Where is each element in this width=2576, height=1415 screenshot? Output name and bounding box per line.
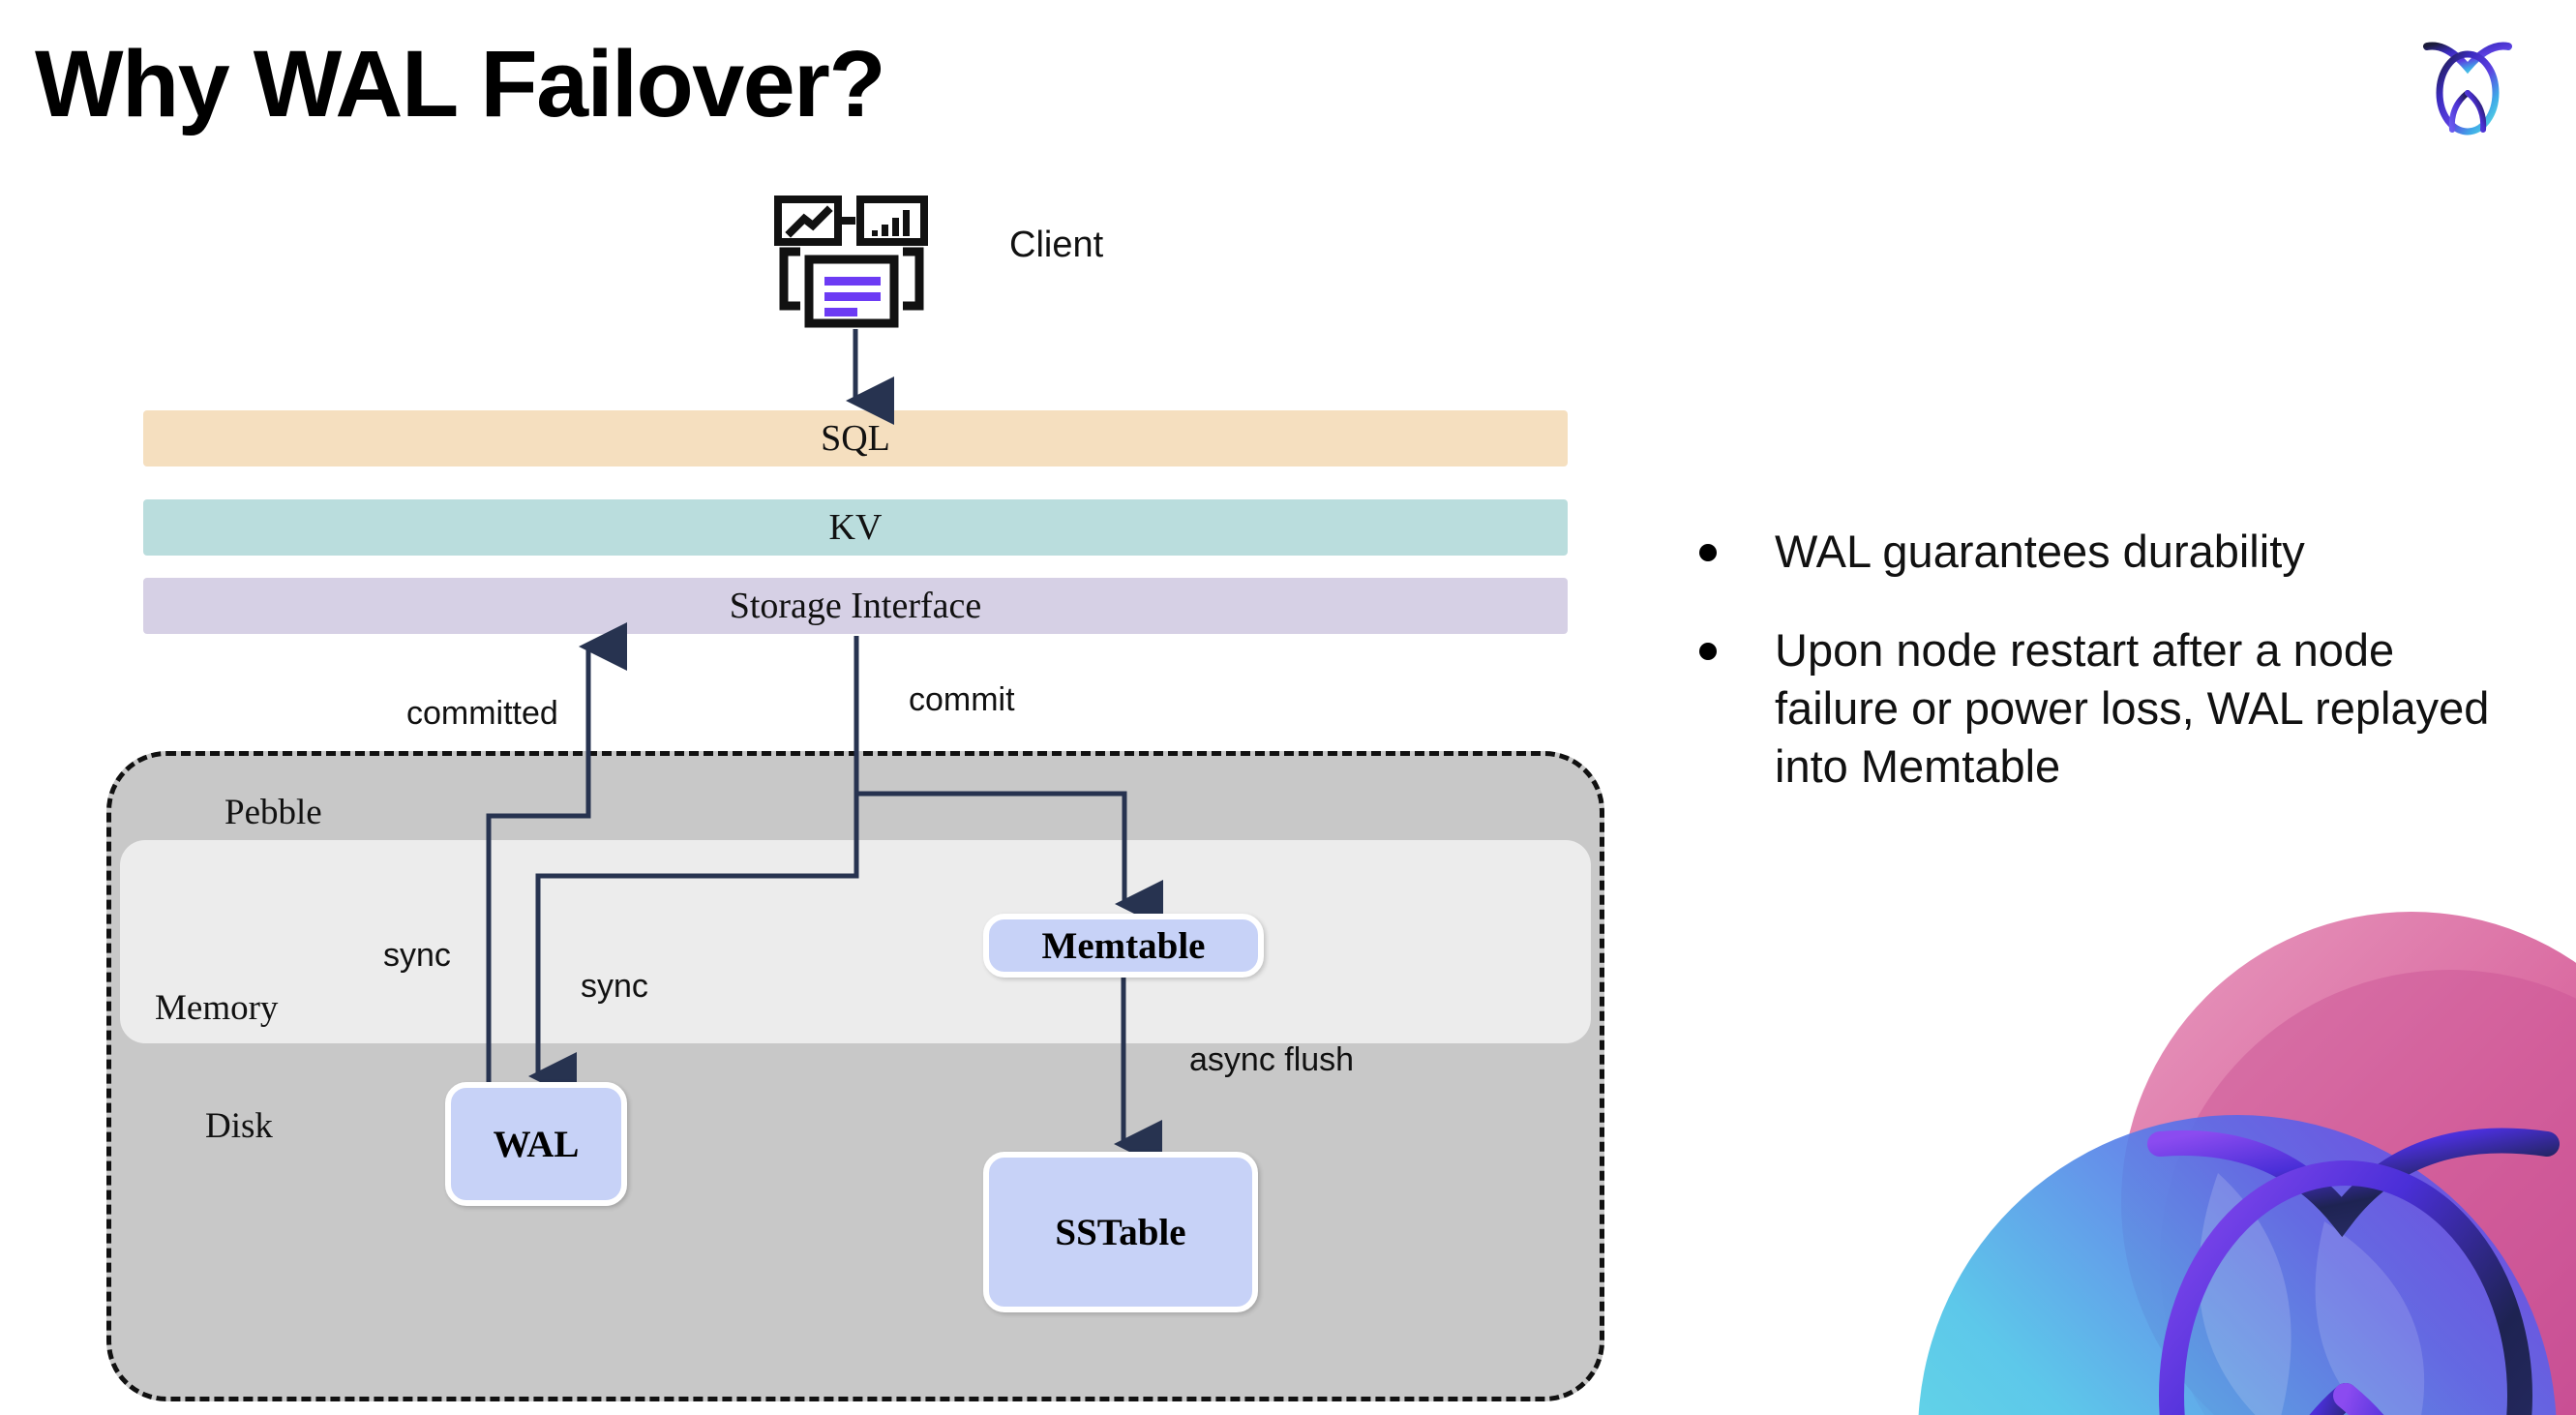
layer-bar-sql: SQL (143, 410, 1568, 467)
node-label-wal: WAL (493, 1123, 580, 1165)
node-sstable: SSTable (983, 1152, 1258, 1312)
edge-label-async-flush: async flush (1189, 1041, 1355, 1078)
list-item: WAL guarantees durability (1699, 523, 2502, 581)
edge-label-commit: commit (909, 681, 1015, 718)
client-terminal-icon (774, 194, 929, 329)
memory-band (120, 840, 1591, 1043)
bullet-dot-icon (1699, 643, 1717, 661)
cockroachdb-logo (2417, 29, 2518, 135)
node-memtable: Memtable (983, 914, 1264, 978)
edge-label-sync-1: sync (383, 937, 451, 974)
edge-label-committed: committed (406, 695, 558, 732)
layer-bar-storage-interface: Storage Interface (143, 578, 1568, 634)
edge-label-sync-2: sync (581, 968, 648, 1005)
layer-label-kv: KV (828, 507, 883, 548)
bullet-text: WAL guarantees durability (1775, 526, 2305, 577)
page-title: Why WAL Failover? (35, 31, 886, 136)
layer-label-storage: Storage Interface (729, 586, 982, 626)
layer-label-sql: SQL (821, 418, 890, 459)
disk-label: Disk (205, 1106, 273, 1146)
bullet-dot-icon (1699, 544, 1717, 561)
layer-bar-kv: KV (143, 499, 1568, 556)
memory-label: Memory (155, 988, 279, 1028)
node-label-memtable: Memtable (1041, 924, 1206, 967)
pebble-label: Pebble (225, 793, 322, 832)
list-item: Upon node restart after a node failure o… (1699, 621, 2502, 796)
node-wal: WAL (445, 1082, 627, 1206)
node-label-sstable: SSTable (1055, 1211, 1186, 1253)
bullet-list: WAL guarantees durability Upon node rest… (1699, 523, 2502, 837)
cockroach-circles-graphic (1870, 854, 2576, 1415)
bullet-text: Upon node restart after a node failure o… (1775, 624, 2490, 793)
client-label: Client (1009, 225, 1104, 265)
